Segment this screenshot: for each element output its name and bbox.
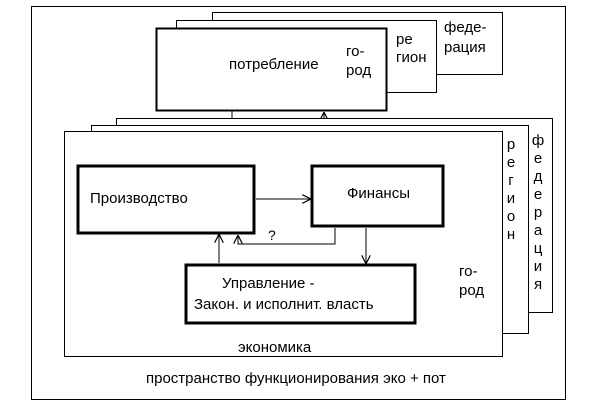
top-federation-label-1: феде- [444,19,486,36]
economy-label: экономика [238,339,312,356]
management-label-1: Управление - [222,275,315,292]
question-mark: ? [268,227,276,243]
management-label-2: Закон. и исполнит. власть [194,296,374,313]
footer-caption: пространство функционирования эко + пот [146,370,446,387]
bottom-city-label-1: го- [459,263,477,280]
bottom-city-label-2: род [459,282,484,299]
arrow-finance-to-production [238,228,336,245]
finance-label: Финансы [347,185,410,202]
top-city-label-2: род [346,62,371,79]
consumption-label: потребление [229,56,319,73]
production-box [76,164,256,235]
finance-box [310,164,445,228]
top-region-label-1: ре [396,31,413,48]
management-box [184,263,417,325]
top-city-consumption-box [155,27,388,112]
production-label: Производство [90,190,188,207]
top-region-label-2: гион [396,49,426,66]
top-city-label-1: го- [346,43,364,60]
top-federation-label-2: рация [444,39,486,56]
